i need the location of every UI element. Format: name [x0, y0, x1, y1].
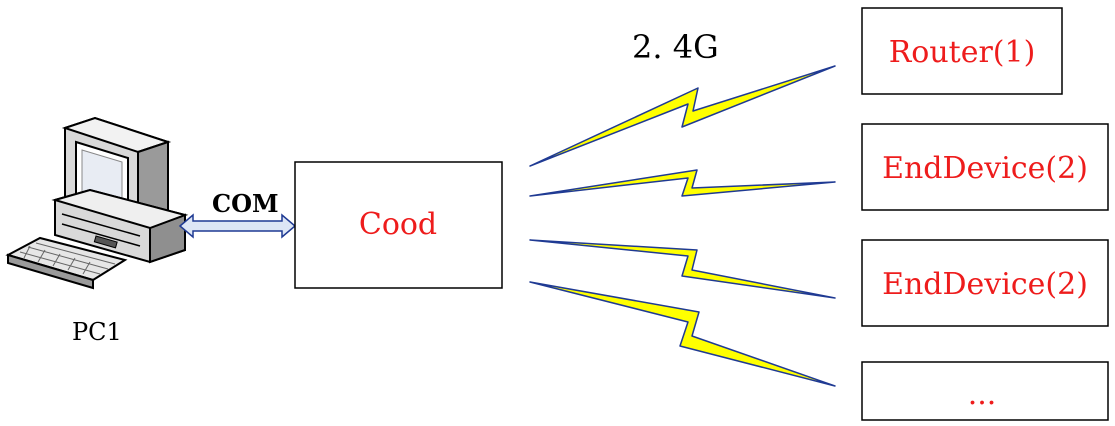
node-box-more: ... — [861, 361, 1109, 421]
node-label: Router(1) — [889, 35, 1036, 70]
node-label: EndDevice(2) — [882, 151, 1088, 186]
lightning-bolt-icon — [529, 65, 836, 167]
coordinator-label: Cood — [359, 207, 437, 242]
node-label: ... — [968, 377, 997, 412]
com-label: COM — [212, 189, 279, 218]
double-arrow-icon — [178, 213, 297, 239]
desktop-computer-icon — [5, 116, 189, 290]
node-box-enddevice: EndDevice(2) — [861, 123, 1109, 211]
coordinator-box: Cood — [294, 161, 503, 289]
lightning-bolt-icon — [529, 281, 836, 387]
lightning-bolt-icon — [529, 169, 836, 197]
node-label: EndDevice(2) — [882, 267, 1088, 302]
node-box-enddevice: EndDevice(2) — [861, 239, 1109, 327]
wireless-frequency-label: 2. 4G — [632, 28, 719, 66]
wireless-links — [529, 65, 836, 387]
pc-label: PC1 — [72, 318, 122, 346]
lightning-bolt-icon — [529, 239, 836, 299]
node-box-router: Router(1) — [861, 7, 1063, 95]
